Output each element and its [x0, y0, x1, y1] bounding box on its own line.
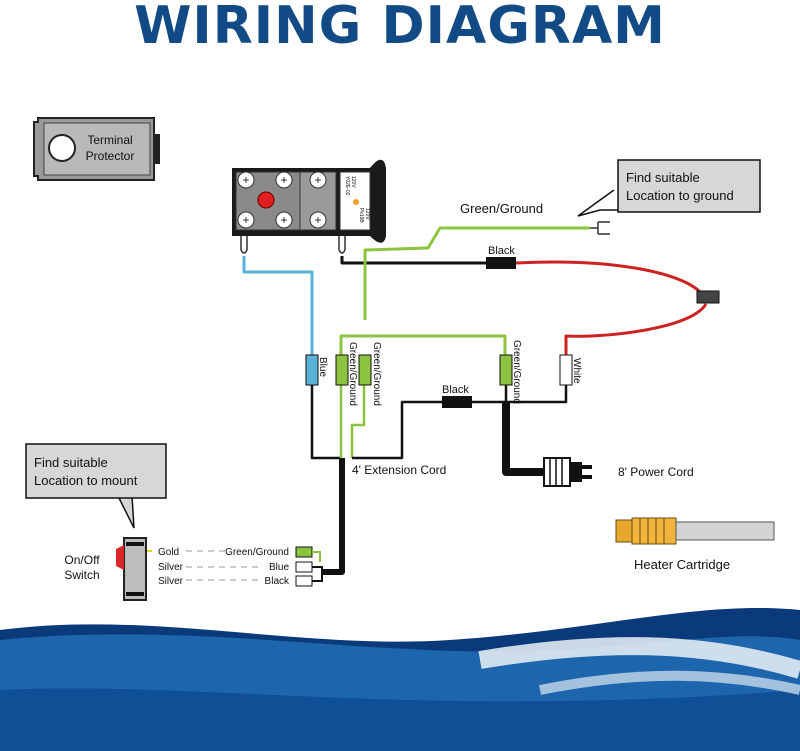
splice-black-top — [486, 257, 516, 269]
wire-red-bottom — [564, 303, 708, 356]
wire-black-top — [340, 256, 490, 265]
callout-ground-line1: Find suitable — [626, 170, 700, 185]
callout-mount-line2: Location to mount — [34, 473, 138, 488]
terminal-protector-label-line2: Protector — [86, 149, 135, 163]
wire-blue — [242, 256, 314, 355]
switch-terminal-label: Silver — [158, 576, 184, 587]
thermostat-marking-1: Y02E-02 — [344, 176, 350, 196]
heater-connector — [696, 290, 720, 304]
label-heater-cartridge: Heater Cartridge — [634, 557, 730, 572]
wire-green-ground — [363, 226, 590, 320]
labels: Green/Ground Black Black Blue Green/Grou… — [64, 201, 730, 587]
label-green-ground-1: Green/Ground — [347, 342, 358, 406]
connector-white — [559, 354, 573, 386]
label-green-ground-top: Green/Ground — [460, 201, 543, 216]
thermostat-marking-3: Pk19B — [358, 208, 364, 223]
label-white: White — [571, 358, 582, 384]
power-plug — [543, 457, 592, 487]
ground-terminal — [590, 221, 610, 235]
svg-text:+: + — [242, 173, 249, 187]
extension-cord-wire — [322, 458, 345, 575]
connector-green-2 — [358, 354, 372, 386]
page-title: WIRING DIAGRAM — [134, 0, 666, 56]
thermostat-marking-4: 120V — [364, 208, 370, 220]
label-blue: Blue — [317, 357, 328, 377]
terminal-protector-dot — [48, 134, 76, 162]
splice-black-mid — [442, 396, 472, 408]
svg-text:+: + — [314, 213, 321, 227]
connector-blue — [305, 354, 319, 386]
thermostat-reset-button — [257, 191, 275, 209]
on-off-switch — [116, 537, 147, 601]
wave-background — [0, 607, 800, 751]
svg-text:+: + — [242, 213, 249, 227]
callout-ground: Find suitable Location to ground — [577, 159, 761, 217]
label-green-ground-3: Green/Ground — [511, 340, 522, 404]
callout-mount: Find suitable Location to mount — [25, 443, 167, 529]
callout-mount-line1: Find suitable — [34, 455, 108, 470]
terminal-protector: Terminal Protector — [33, 117, 160, 181]
thermostat-marking-2: 120V — [350, 176, 356, 188]
terminal-protector-label-line1: Terminal — [87, 133, 132, 147]
label-black-mid: Black — [442, 384, 469, 396]
switch-wire-label: Blue — [269, 562, 289, 573]
connectors — [295, 221, 720, 587]
switch-wire-label: Black — [265, 576, 290, 587]
switch-terminal-label: Silver — [158, 562, 184, 573]
svg-text:+: + — [280, 173, 287, 187]
power-cord-wire — [502, 402, 544, 476]
switch-wire-label: Green/Ground — [225, 547, 289, 558]
connector-green-3 — [499, 354, 513, 386]
label-switch-line2: Switch — [64, 568, 99, 582]
connector-green-1 — [335, 354, 349, 386]
heater-cartridge — [615, 517, 775, 545]
svg-text:+: + — [314, 173, 321, 187]
label-switch-line1: On/Off — [64, 553, 100, 567]
wire-red-top — [515, 260, 702, 294]
label-green-ground-2: Green/Ground — [371, 342, 382, 406]
svg-text:+: + — [280, 213, 287, 227]
label-extension-cord: 4' Extension Cord — [352, 463, 446, 477]
callout-ground-line2: Location to ground — [626, 188, 734, 203]
label-black-top: Black — [488, 245, 515, 257]
label-power-cord: 8' Power Cord — [618, 465, 694, 479]
wires — [146, 226, 708, 581]
thermostat: + + + + + + Y02E-02 120V Pk19B 120V — [232, 159, 386, 254]
switch-terminal-label: Gold — [158, 547, 179, 558]
